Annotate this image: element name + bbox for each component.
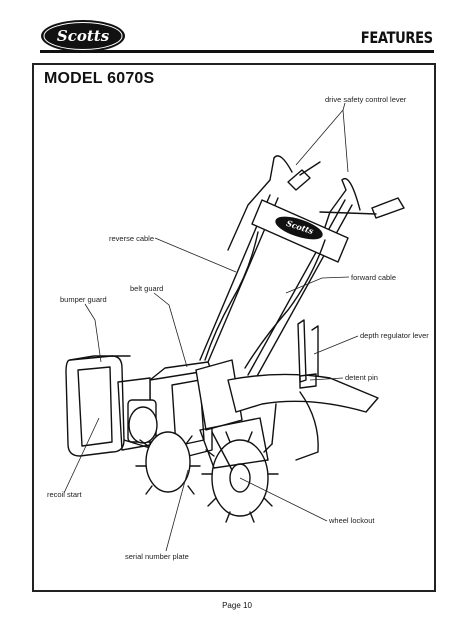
scotts-logo: Scotts xyxy=(40,19,126,53)
label-forward-cable: forward cable xyxy=(351,273,397,282)
label-reverse-cable: reverse cable xyxy=(109,234,155,243)
label-depth-regulator-lever: depth regulator lever xyxy=(360,331,429,340)
label-serial-number-plate: serial number plate xyxy=(125,552,189,561)
label-belt-guard: belt guard xyxy=(130,284,164,293)
page-number: Page 10 xyxy=(222,601,252,610)
label-drive-safety-control-lever: drive safety control lever xyxy=(325,95,407,104)
label-detent-pin: detent pin xyxy=(345,373,378,382)
label-bumper-guard: bumper guard xyxy=(60,295,107,304)
page-heading: FEATURES xyxy=(361,28,433,47)
label-recoil-start: recoil start xyxy=(47,490,82,499)
model-title: MODEL 6070S xyxy=(44,70,155,87)
header-rule xyxy=(40,50,434,53)
label-wheel-lockout: wheel lockout xyxy=(329,516,375,525)
figure-frame xyxy=(32,63,436,592)
logo-text: Scotts xyxy=(56,27,110,45)
